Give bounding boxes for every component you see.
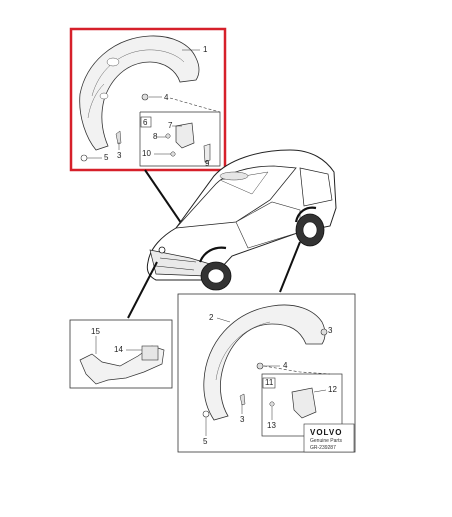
callout-1: 1 — [203, 45, 208, 54]
callout-5: 5 — [104, 153, 109, 162]
callout-8: 8 — [153, 132, 158, 141]
kit-subframe — [261, 373, 343, 437]
assembly-dashed-line — [169, 97, 221, 113]
kit-number-box — [262, 377, 276, 389]
bracket-part — [141, 345, 159, 361]
mud-flap-part — [175, 122, 195, 149]
car-illustration — [146, 149, 337, 291]
leader-line — [313, 389, 327, 393]
callout-15: 15 — [91, 327, 100, 336]
callout-10: 10 — [142, 149, 151, 158]
callout-2: 2 — [209, 313, 214, 322]
liner-contour-line — [215, 321, 271, 381]
panel-connector-line — [127, 261, 158, 319]
kit-number-box — [140, 116, 152, 128]
screw-part — [170, 151, 176, 157]
kit-6-label: 6 — [143, 118, 148, 127]
clip-part — [80, 154, 88, 162]
callout-9: 9 — [205, 159, 210, 168]
screw-part — [269, 401, 275, 407]
nut-part — [141, 93, 149, 101]
callout-7: 7 — [168, 121, 173, 130]
callout-5: 5 — [203, 437, 208, 446]
callout-14: 14 — [114, 345, 123, 354]
kit-11-label: 11 — [265, 378, 274, 387]
mud-flap-part — [291, 387, 317, 419]
panel-connector-line — [279, 241, 301, 293]
callout-4: 4 — [164, 93, 169, 102]
screw-part — [165, 133, 171, 139]
wheel-arch-liner-rear — [203, 304, 326, 421]
callout-3-lower: 3 — [240, 415, 245, 424]
kit-subframe — [139, 111, 221, 167]
callout-3: 3 — [117, 151, 122, 160]
nut-part — [256, 362, 264, 370]
leader-line — [216, 317, 231, 323]
brand-logo: VOLVO — [310, 428, 343, 437]
brand-subtitle: Genuine Parts — [310, 438, 342, 444]
clip-part — [320, 328, 328, 336]
screw-part — [239, 393, 246, 406]
flap-bracket-part — [203, 143, 211, 163]
clip-part — [202, 410, 210, 418]
screw-part — [115, 130, 122, 145]
callout-3: 3 — [328, 326, 333, 335]
liner-contour-line — [91, 49, 185, 97]
logo-box — [303, 423, 355, 453]
liner-contour-line — [87, 83, 105, 119]
callout-12: 12 — [328, 385, 337, 394]
assembly-dashed-line — [263, 365, 331, 375]
liner-hole — [99, 92, 109, 100]
callout-13: 13 — [267, 421, 276, 430]
diagram-code: GR-239287 — [310, 445, 336, 451]
liner-hole — [106, 57, 120, 67]
callout-4: 4 — [283, 361, 288, 370]
